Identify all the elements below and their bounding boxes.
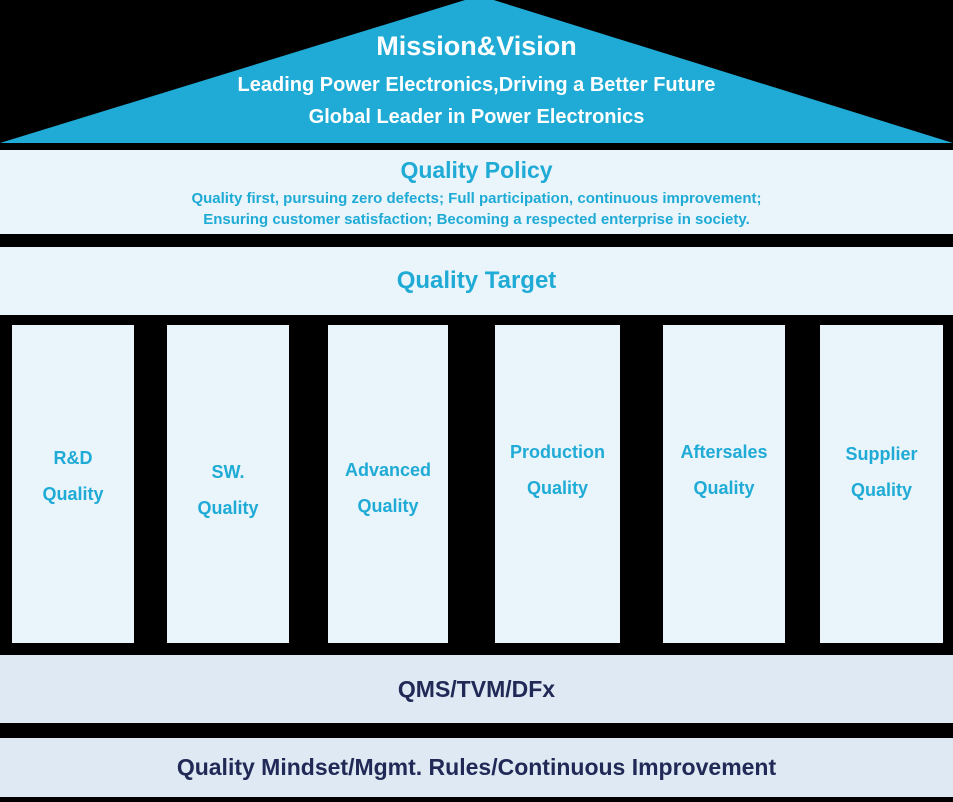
mission-statement: Leading Power Electronics,Driving a Bett… — [237, 74, 716, 96]
quality-policy-title: Quality Policy — [400, 157, 553, 183]
pillar-label-line: Advanced — [344, 460, 432, 480]
pillar-advanced-quality-label: Advanced Quality — [345, 452, 431, 524]
pillar-aftersales-quality: Aftersales Quality — [663, 325, 785, 643]
quality-policy-band: Quality Policy Quality first, pursuing z… — [0, 150, 953, 234]
quality-pillars-row: R&D Quality SW. Quality Advanced Quality… — [0, 325, 953, 643]
pillar-label-line: Production — [510, 442, 605, 462]
pillar-label-line: Quality — [693, 478, 755, 498]
pillar-label-line: Quality — [357, 496, 419, 516]
pillar-label-line: Supplier — [845, 444, 918, 464]
pillar-label-line: R&D — [53, 448, 93, 468]
quality-policy-line-1: Quality first, pursuing zero defects; Fu… — [191, 190, 762, 207]
pillar-rd-quality: R&D Quality — [12, 325, 134, 643]
pillar-label-line: Quality — [526, 478, 588, 498]
qms-label: QMS/TVM/DFx — [397, 675, 556, 702]
pillar-supplier-quality: Supplier Quality — [820, 325, 943, 643]
pillar-production-quality-label: Production Quality — [510, 434, 605, 506]
qms-foundation-band: QMS/TVM/DFx — [0, 655, 953, 723]
quality-target-band: Quality Target — [0, 247, 953, 315]
quality-policy-line-2: Ensuring customer satisfaction; Becoming… — [203, 211, 750, 228]
pillar-aftersales-quality-label: Aftersales Quality — [680, 434, 767, 506]
pillar-production-quality: Production Quality — [495, 325, 620, 643]
pillar-sw-quality: SW. Quality — [167, 325, 289, 643]
pillar-supplier-quality-label: Supplier Quality — [845, 436, 917, 508]
mission-vision-roof: Mission&Vision Leading Power Electronics… — [0, 0, 953, 143]
quality-target-title: Quality Target — [396, 267, 557, 294]
pillar-label-line: Quality — [850, 480, 912, 500]
mission-vision-title: Mission&Vision — [376, 31, 577, 61]
pillar-label-line: Aftersales — [680, 442, 768, 462]
pillar-advanced-quality: Advanced Quality — [328, 325, 448, 643]
pillar-rd-quality-label: R&D Quality — [42, 440, 103, 512]
pillar-sw-quality-label: SW. Quality — [197, 454, 258, 526]
pillar-label-line: Quality — [197, 498, 259, 518]
vision-statement: Global Leader in Power Electronics — [308, 106, 645, 128]
mindset-label: Quality Mindset/Mgmt. Rules/Continuous I… — [176, 754, 777, 780]
pillar-label-line: Quality — [42, 484, 104, 504]
mindset-foundation-band: Quality Mindset/Mgmt. Rules/Continuous I… — [0, 738, 953, 797]
pillar-label-line: SW. — [211, 462, 245, 482]
